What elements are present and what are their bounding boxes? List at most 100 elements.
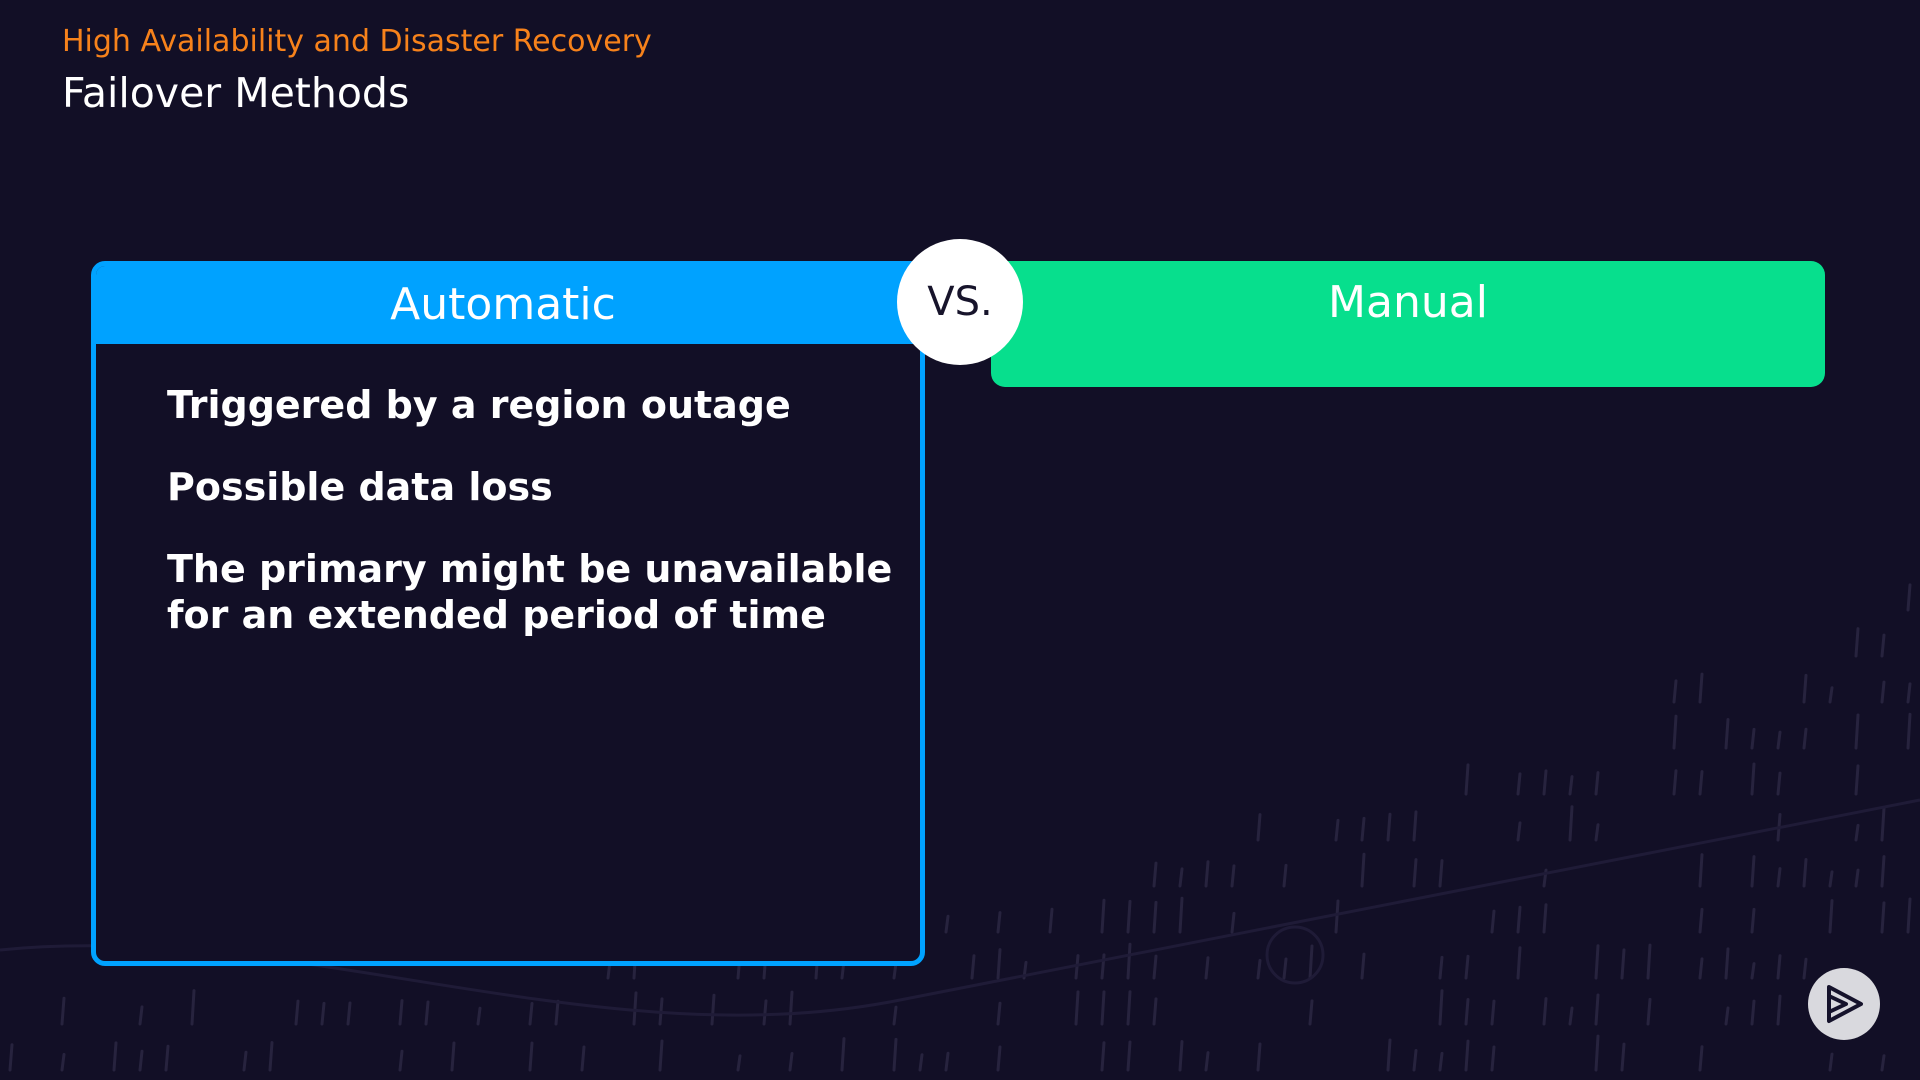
pattern-dash (450, 1041, 456, 1072)
manual-heading: Manual (1328, 277, 1488, 328)
pattern-dash (1152, 997, 1158, 1026)
pattern-dash (1178, 896, 1184, 934)
pattern-dash (736, 1054, 742, 1072)
pattern-dash (1334, 899, 1340, 934)
pattern-dash (1698, 957, 1704, 980)
pattern-dash (944, 1051, 950, 1072)
pattern-dash (346, 1001, 352, 1026)
pattern-dash (60, 1052, 66, 1072)
pattern-dash (138, 1049, 144, 1072)
pattern-dash (788, 1051, 794, 1072)
pattern-dash (1828, 870, 1834, 888)
pattern-dash (1386, 1038, 1392, 1072)
pattern-dash (1204, 860, 1210, 888)
pattern-dash (398, 999, 404, 1026)
pattern-dash (1854, 713, 1860, 750)
pattern-dash (1282, 957, 1288, 980)
pattern-dash (1698, 853, 1704, 888)
pattern-dash (580, 1045, 586, 1072)
pattern-dash (1464, 763, 1470, 796)
pattern-dash (1074, 990, 1080, 1026)
automatic-points-list: Triggered by a region outage Possible da… (167, 382, 907, 674)
pattern-dash (294, 999, 300, 1026)
automatic-card-header: Automatic (96, 266, 920, 344)
pattern-dash (1360, 816, 1366, 842)
pattern-dash (320, 1001, 326, 1026)
pattern-dash (1776, 730, 1782, 750)
pattern-dash (1906, 712, 1912, 750)
pattern-dash (164, 1044, 170, 1072)
pattern-dash (1126, 942, 1132, 980)
pattern-dash (1724, 718, 1730, 750)
pattern-dash (788, 990, 794, 1026)
pattern-dash (1490, 909, 1496, 934)
pattern-dash (1776, 954, 1782, 980)
pattern-dash (528, 1041, 534, 1072)
pattern-dash (1516, 821, 1522, 842)
pattern-dash (892, 1037, 898, 1072)
pattern-dash (1880, 806, 1886, 842)
pattern-dash (1880, 633, 1886, 658)
pattern-dash (1334, 818, 1340, 842)
list-item: The primary might be unavailable for an … (167, 547, 893, 637)
pattern-dash (1464, 954, 1470, 980)
pattern-dash (1698, 1045, 1704, 1072)
pattern-dash (1464, 1039, 1470, 1072)
pattern-dash (1152, 861, 1158, 888)
pattern-dash (528, 1002, 534, 1026)
pattern-dash (1490, 1045, 1496, 1072)
pattern-dash (840, 1037, 846, 1072)
pattern-dash (1828, 686, 1834, 704)
pattern-dash (1750, 855, 1756, 888)
pattern-dash (1178, 867, 1184, 888)
pattern-dash (1308, 999, 1314, 1026)
pattern-dash (1724, 947, 1730, 980)
pattern-dash (1646, 943, 1652, 980)
pattern-dash (1672, 679, 1678, 704)
pattern-dash (1100, 898, 1106, 934)
pattern-dash (1516, 905, 1522, 934)
pattern-dash (1152, 954, 1158, 980)
pattern-dash (1750, 762, 1756, 796)
pattern-dash (1542, 769, 1548, 796)
pattern-dash (1152, 900, 1158, 934)
pattern-dash (1776, 771, 1782, 796)
pattern-dash (1464, 997, 1470, 1026)
pattern-dash (1048, 907, 1054, 934)
pattern-dash (1698, 907, 1704, 934)
pattern-dash (1724, 1006, 1730, 1026)
pattern-dash (1438, 955, 1444, 980)
pattern-dash (918, 1053, 924, 1072)
vs-badge: VS. (897, 239, 1023, 365)
pattern-dash (1906, 583, 1912, 612)
pattern-dash (60, 996, 66, 1026)
pattern-dash (1412, 810, 1418, 842)
pattern-dash (1776, 994, 1782, 1026)
pattern-dash (398, 1049, 404, 1072)
pattern-dash (1594, 771, 1600, 796)
pattern-dash (944, 914, 950, 934)
pattern-dash (1594, 823, 1600, 842)
pattern-dash (1750, 999, 1756, 1026)
pattern-dash (658, 1039, 664, 1072)
pattern-dash (1230, 911, 1236, 934)
pattern-dash (1620, 1042, 1626, 1072)
play-logo-icon (1808, 968, 1880, 1040)
vs-label: VS. (927, 279, 993, 325)
pattern-dash (138, 1005, 144, 1026)
manual-card: Manual (991, 261, 1825, 387)
pattern-dash (632, 991, 638, 1026)
slide-kicker: High Availability and Disaster Recovery (62, 24, 652, 59)
pattern-dash (1594, 944, 1600, 980)
pattern-dash (996, 1001, 1002, 1026)
pattern-dash (1854, 868, 1860, 888)
pattern-dash (996, 911, 1002, 934)
slide-title: Failover Methods (62, 69, 410, 117)
pattern-dash (996, 1045, 1002, 1072)
pattern-dash (1594, 993, 1600, 1026)
pattern-dash (1698, 770, 1704, 796)
pattern-dash (1204, 1051, 1210, 1072)
pattern-dash (1386, 812, 1392, 842)
pattern-dash (424, 1000, 430, 1026)
pattern-dash (1776, 867, 1782, 888)
